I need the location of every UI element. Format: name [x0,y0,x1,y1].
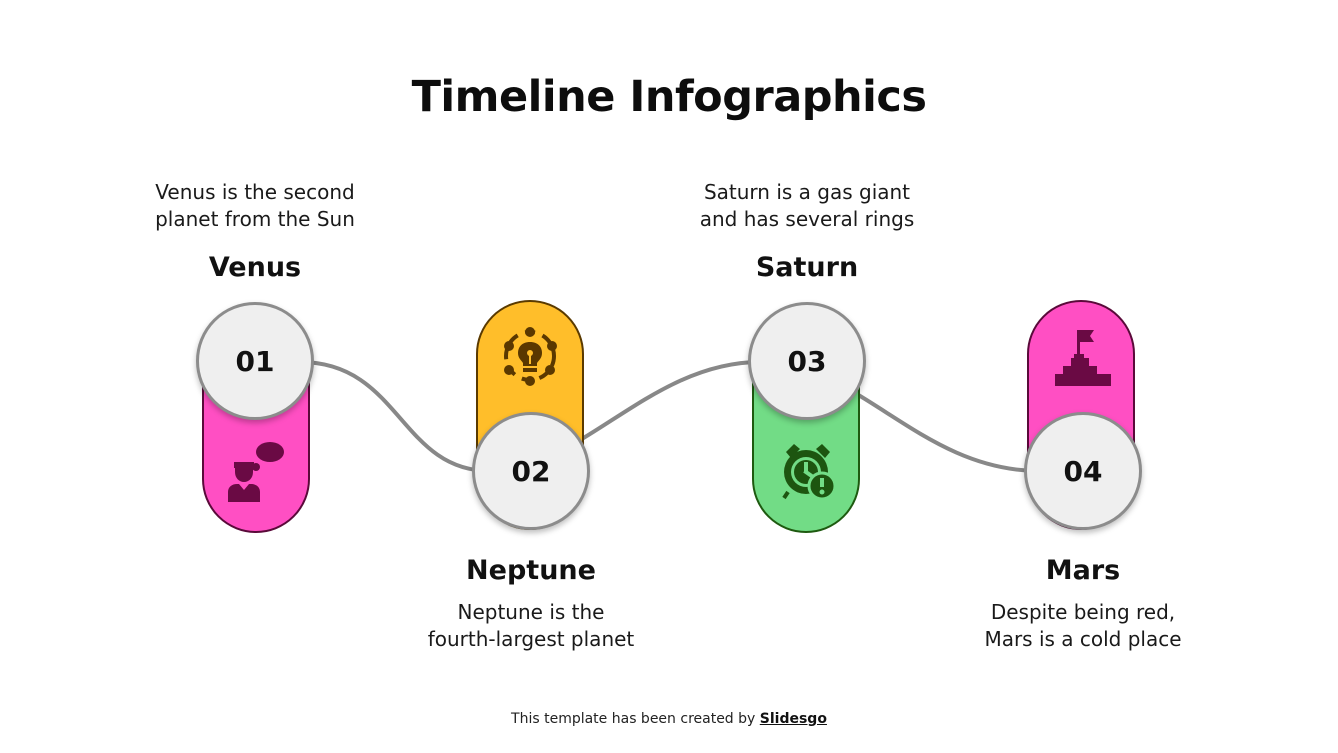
slide-title: Timeline Infographics [411,72,927,122]
slidesgo-link[interactable]: Slidesgo [759,711,827,727]
flag-podium-icon [1055,330,1111,386]
step-number-03: 03 [748,302,866,420]
footer-credit: This template has been created by Slides… [0,711,1338,727]
venus-label: Venus [208,252,302,283]
mars-description: Despite being red, Mars is a cold place [933,599,1233,653]
description-line: Despite being red, [990,600,1176,624]
step-number-04: 04 [1024,412,1142,530]
footer-text: This template has been created by [511,711,760,727]
description-line: fourth-largest planet [427,627,635,651]
mars-label: Mars [1045,555,1121,586]
idea-network-icon [504,327,557,386]
neptune-label: Neptune [466,555,596,586]
thinking-person-icon [228,442,284,502]
description-line: Saturn is a gas giant [703,180,911,204]
description-line: Mars is a cold place [984,627,1182,651]
description-line: and has several rings [699,207,915,231]
description-line: planet from the Sun [155,207,355,231]
neptune-description: Neptune is the fourth-largest planet [381,599,681,653]
saturn-description: Saturn is a gas giant and has several ri… [657,179,957,233]
saturn-label: Saturn [755,252,859,283]
venus-description: Venus is the second planet from the Sun [105,179,405,233]
description-line: Venus is the second [155,180,355,204]
alarm-clock-alert-icon [782,444,837,501]
step-number-01: 01 [196,302,314,420]
step-number-02: 02 [472,412,590,530]
description-line: Neptune is the [457,600,605,624]
